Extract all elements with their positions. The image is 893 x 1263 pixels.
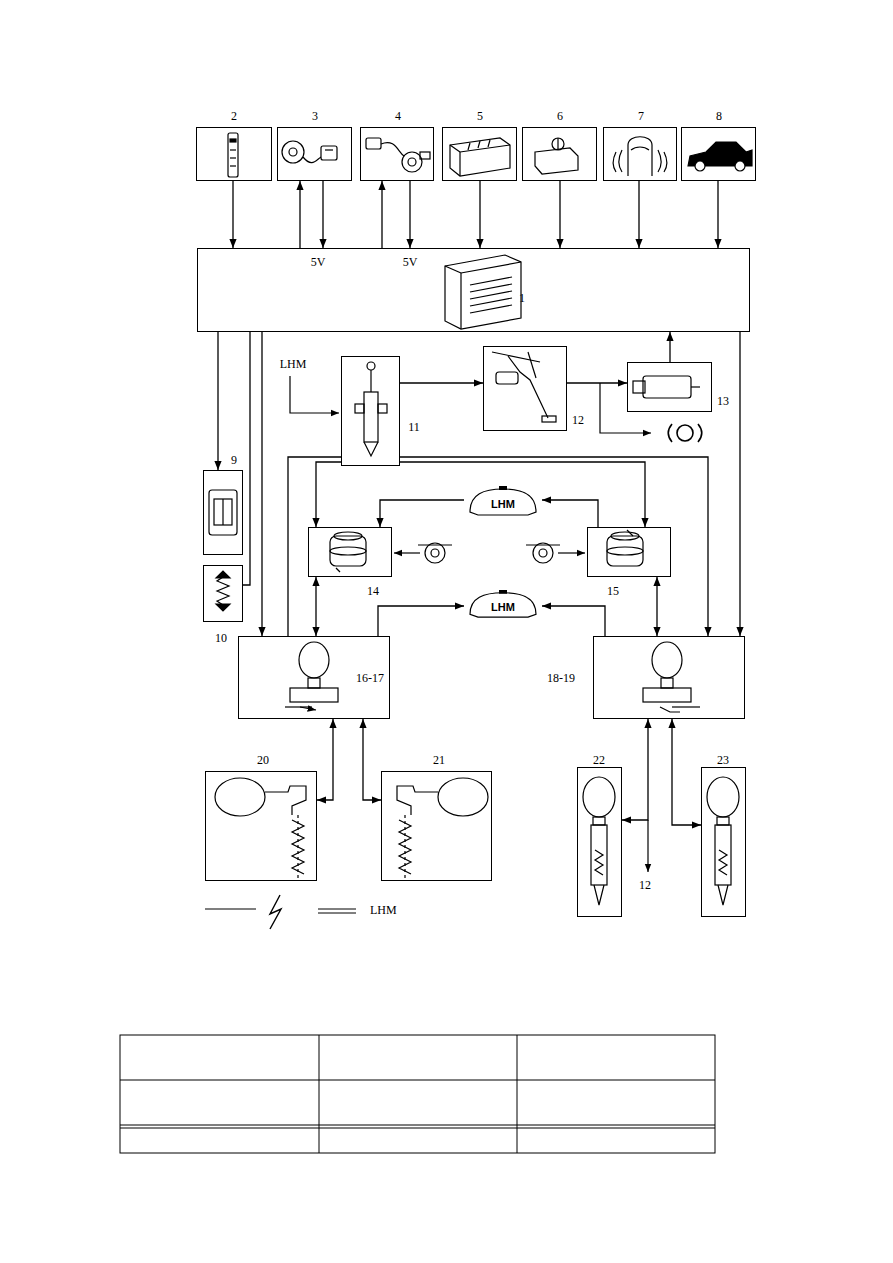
callout-number: 20 [257,754,269,766]
connector [717,181,718,248]
signal-label: 12 [639,879,651,891]
connector [232,181,233,248]
component-box: 7 [603,127,677,181]
connector [672,719,701,825]
callout-number: 3 [312,110,318,122]
callout-number: 13 [717,395,729,407]
connector [316,462,341,527]
callout-number: 6 [557,110,563,122]
connector [261,332,262,636]
sphere-shape [470,489,536,515]
connector [409,181,410,248]
connector [317,719,333,800]
callout-number: 5 [477,110,483,122]
sphere-shape [470,593,536,617]
connector [299,181,300,248]
callout-number: 16-17 [356,672,384,684]
component-box: 5 [442,127,517,181]
callout-number: 23 [717,754,729,766]
connector [669,332,670,362]
connector [739,332,740,636]
callout-number: 1 [519,292,525,304]
connector [622,719,648,820]
connector [288,457,341,636]
component-box: 10 [203,565,243,622]
connector [559,181,560,248]
connector [479,181,480,248]
legend-line [318,908,356,909]
reservoir-sphere: LHM [464,590,542,618]
component-box: 15 [587,527,671,577]
callout-number: 18-19 [547,672,575,684]
component-box: 8 [681,127,756,181]
connector [381,181,382,248]
fluid-label: LHM [491,602,515,613]
component-box: 23 [701,767,746,917]
reservoir-sphere: LHM [464,486,542,516]
sphere-valve [499,590,507,594]
signal-label: LHM [280,358,307,370]
component-box: 1 [197,248,750,332]
connector [400,462,645,527]
connector [400,382,483,383]
connector [217,332,218,470]
connector [656,577,657,636]
component-box: 6 [522,127,597,181]
callout-number: 8 [716,110,722,122]
callout-number: 2 [231,110,237,122]
connector [567,382,627,383]
signal-label: 5V [311,256,326,268]
component-box: 2 [196,127,272,181]
callout-number: 21 [433,754,445,766]
connector [400,457,708,636]
connector [638,181,639,248]
legend-line [318,912,356,913]
callout-number: 14 [367,585,379,597]
component-box: 3 [277,127,352,181]
callout-number: 4 [395,110,401,122]
callout-number: 7 [638,110,644,122]
legend-text: LHM [370,903,397,918]
callout-number: 11 [408,421,420,433]
connector [542,500,598,527]
component-box: 14 [308,527,392,577]
fluid-label: LHM [491,499,515,510]
connector [378,606,464,636]
component-box: 21 [381,771,492,881]
component-box: 9 [203,470,243,555]
component-box: 22 [577,767,622,917]
component-box: 12 [483,346,567,431]
connector [542,606,605,636]
component-box: 16-17 [238,636,390,719]
legend-item: LHM [318,903,397,918]
legend-sample [318,906,356,916]
connector [322,181,323,248]
signal-label: 5V [403,256,418,268]
callout-number: 12 [572,414,584,426]
component-box: 18-19 [593,636,745,719]
component-box: 4 [360,127,434,181]
connector [363,719,381,800]
callout-number: 10 [215,632,227,644]
component-box: 11 [341,356,400,466]
callout-number: 15 [607,585,619,597]
callout-number: 22 [593,754,605,766]
sphere-valve [499,486,507,490]
connector [243,332,250,585]
callout-number: 9 [231,454,237,466]
connector [315,577,316,636]
connector [380,500,464,527]
component-box: 13 [627,362,712,412]
component-box: 20 [205,771,317,881]
